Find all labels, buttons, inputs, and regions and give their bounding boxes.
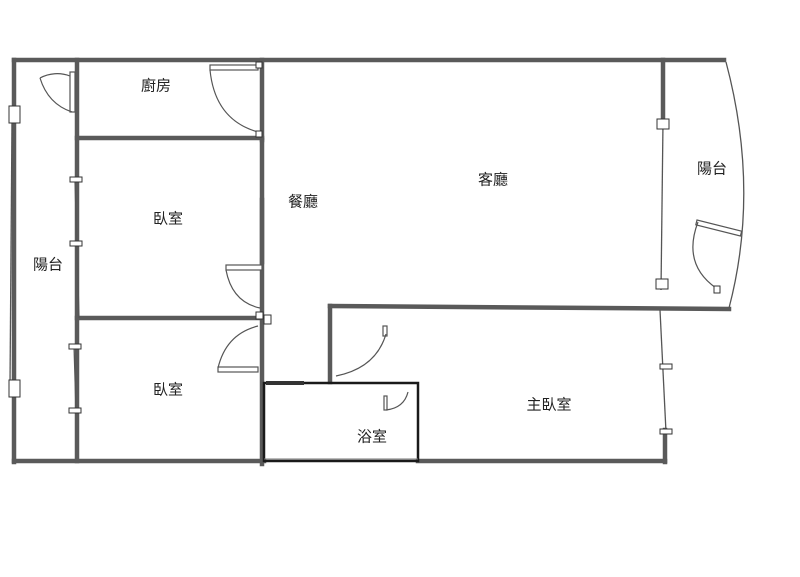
label-balcony-left: 陽台 bbox=[33, 256, 63, 274]
window-mark-bedroom-lower-2 bbox=[68, 407, 82, 414]
window-mark-master-2 bbox=[659, 428, 673, 435]
label-bathroom: 浴室 bbox=[357, 428, 387, 446]
door-balcony-top bbox=[39, 71, 76, 113]
door-leaf bbox=[383, 395, 388, 411]
window-mark-bedroom-lower-1 bbox=[68, 343, 82, 350]
door-jamb bbox=[255, 61, 263, 69]
door-arc bbox=[217, 325, 259, 369]
window-mark-bedroom-upper-1 bbox=[69, 176, 83, 183]
door-arc-2 bbox=[39, 77, 73, 113]
label-living: 客廳 bbox=[478, 171, 508, 189]
door-leaf bbox=[217, 366, 259, 373]
door-bedroom-lower bbox=[217, 314, 272, 373]
door-arc bbox=[335, 333, 387, 377]
label-master-bedroom: 主臥室 bbox=[526, 396, 571, 414]
door-arc bbox=[225, 269, 261, 309]
door-jamb bbox=[255, 311, 264, 320]
windows bbox=[8, 61, 745, 435]
door-arc bbox=[209, 69, 259, 133]
window-living-right bbox=[660, 121, 664, 291]
door-leaf bbox=[695, 219, 743, 237]
door-master bbox=[335, 325, 388, 377]
door-leaf bbox=[209, 64, 259, 71]
window-bedroom-lower bbox=[73, 344, 77, 411]
label-bedroom-upper: 臥室 bbox=[153, 210, 183, 228]
window-mark-left-bottom bbox=[8, 379, 21, 398]
door-jamb bbox=[255, 130, 263, 138]
door-leaf bbox=[225, 264, 263, 271]
label-kitchen: 廚房 bbox=[141, 77, 171, 95]
label-balcony-right: 陽台 bbox=[697, 160, 727, 178]
door-bathroom bbox=[383, 391, 409, 411]
wall-living-bottom bbox=[327, 303, 732, 312]
door-arc bbox=[39, 73, 71, 79]
window-bedroom-upper bbox=[74, 179, 80, 319]
walls bbox=[11, 57, 732, 467]
window-master-right bbox=[659, 309, 667, 433]
door-arc bbox=[692, 221, 717, 289]
window-mark-living-bottom bbox=[655, 278, 669, 290]
label-bedroom-lower: 臥室 bbox=[153, 381, 183, 399]
door-balcony-right bbox=[692, 219, 743, 294]
door-bedroom-upper bbox=[225, 264, 264, 320]
door-leaf bbox=[69, 71, 76, 113]
door-jamb bbox=[713, 285, 721, 294]
window-mark-master-1 bbox=[659, 363, 673, 370]
doors bbox=[39, 61, 743, 411]
window-mark-left-top bbox=[8, 105, 21, 124]
door-jamb bbox=[263, 314, 272, 325]
bathroom-outline bbox=[262, 381, 420, 463]
window-mark-bedroom-upper-2 bbox=[69, 240, 83, 247]
door-arc bbox=[385, 391, 409, 411]
label-dining: 餐廳 bbox=[288, 193, 318, 211]
room-labels: 廚房 臥室 臥室 陽台 餐廳 客廳 陽台 主臥室 浴室 bbox=[33, 77, 727, 446]
window-left-outer bbox=[9, 117, 13, 386]
balcony-right-curve bbox=[725, 61, 745, 309]
bathroom-walls bbox=[262, 381, 420, 463]
window-mark-living-top bbox=[656, 118, 670, 130]
door-kitchen bbox=[209, 61, 263, 138]
